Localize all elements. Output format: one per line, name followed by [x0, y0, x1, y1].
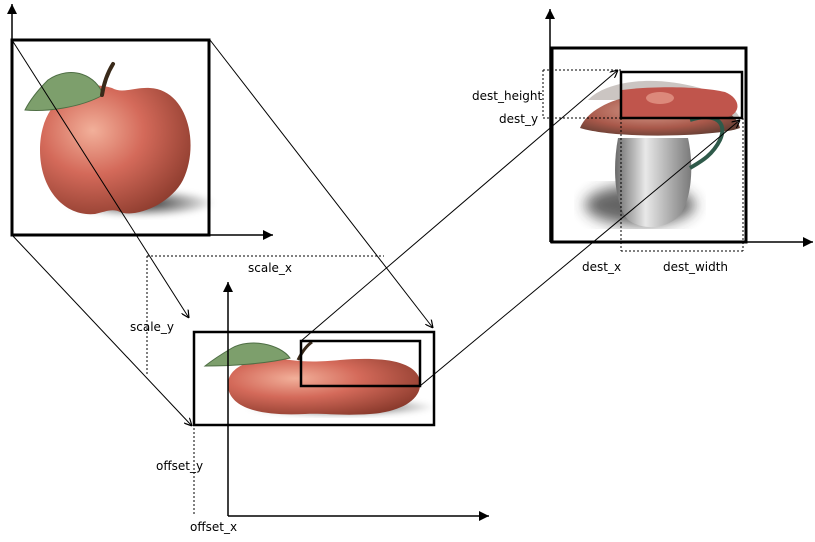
- label-offset-y: offset_y: [156, 459, 203, 473]
- arrow-region-to-dest-top: [300, 70, 618, 342]
- destination-mushroom-image: [580, 80, 740, 228]
- label-dest-x: dest_x: [582, 260, 621, 274]
- destination-region-box: [619, 70, 744, 120]
- label-dest-y: dest_y: [499, 112, 538, 126]
- label-offset-x: offset_x: [190, 520, 237, 534]
- arrow-region-to-dest-bottom: [419, 120, 740, 387]
- scaled-apple-image: [203, 340, 435, 416]
- scaled-image-frame: [192, 330, 436, 427]
- mapping-arrows: [11, 39, 740, 426]
- label-scale-x: scale_x: [248, 261, 292, 275]
- arrow-source-corner-to-scaled: [209, 39, 433, 328]
- source-apple-image: [24, 62, 215, 217]
- source-region-box: [299, 339, 422, 388]
- label-scale-y: scale_y: [130, 320, 174, 334]
- composited-apple: [622, 87, 738, 117]
- measurement-guides: [146, 69, 744, 516]
- label-dest-width: dest_width: [663, 260, 728, 274]
- arrow-source-origin-to-region: [11, 39, 189, 318]
- arrow-source-bottom-to-scaled: [11, 234, 192, 426]
- label-dest-height: dest_height: [472, 89, 543, 103]
